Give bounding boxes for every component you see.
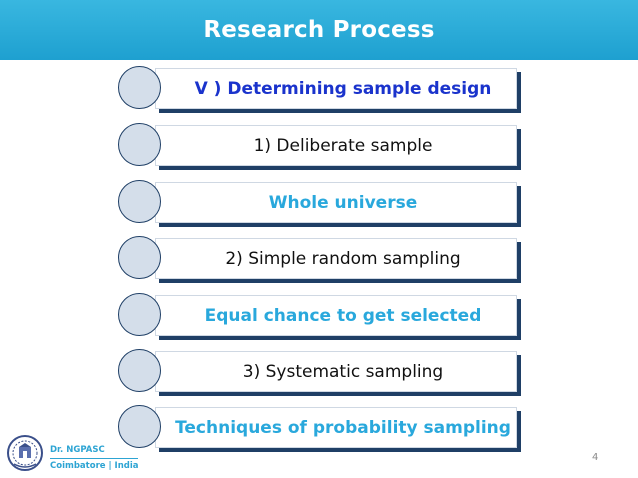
- bullet-circle-icon: [118, 405, 161, 448]
- process-item-label: Whole universe: [268, 192, 418, 213]
- title-bar: Research Process: [0, 0, 638, 60]
- bullet-circle-icon: [118, 293, 161, 336]
- process-box: V ) Determining sample design: [155, 68, 517, 109]
- process-item-1: V ) Determining sample design: [118, 66, 522, 112]
- process-item-5: Equal chance to get selected: [118, 293, 522, 339]
- process-item-label: 1) Deliberate sample: [253, 135, 433, 156]
- process-item-label: V ) Determining sample design: [194, 78, 492, 99]
- process-box: Whole universe: [155, 182, 517, 223]
- process-item-label: 3) Systematic sampling: [242, 361, 444, 382]
- process-item-6: 3) Systematic sampling: [118, 349, 522, 395]
- process-box: Equal chance to get selected: [155, 295, 517, 336]
- slide-title: Research Process: [203, 17, 435, 43]
- process-item-3: Whole universe: [118, 180, 522, 226]
- bullet-circle-icon: [118, 66, 161, 109]
- process-item-4: 2) Simple random sampling: [118, 236, 522, 282]
- process-item-label: 2) Simple random sampling: [225, 248, 461, 269]
- bullet-circle-icon: [118, 349, 161, 392]
- process-item-label: Equal chance to get selected: [204, 305, 482, 326]
- process-box: 1) Deliberate sample: [155, 125, 517, 166]
- process-box: Techniques of probability sampling: [155, 407, 517, 448]
- bullet-circle-icon: [118, 180, 161, 223]
- bullet-circle-icon: [118, 236, 161, 279]
- org-location: Coimbatore | India: [50, 461, 139, 471]
- process-box: 3) Systematic sampling: [155, 351, 517, 392]
- process-item-7: Techniques of probability sampling: [118, 405, 522, 451]
- college-emblem-icon: [7, 435, 43, 471]
- logo-divider: [50, 458, 138, 459]
- process-item-label: Techniques of probability sampling: [175, 417, 511, 438]
- process-item-2: 1) Deliberate sample: [118, 123, 522, 169]
- bullet-circle-icon: [118, 123, 161, 166]
- process-box: 2) Simple random sampling: [155, 238, 517, 279]
- page-number: 4: [592, 452, 599, 463]
- org-name: Dr. NGPASC: [50, 445, 105, 455]
